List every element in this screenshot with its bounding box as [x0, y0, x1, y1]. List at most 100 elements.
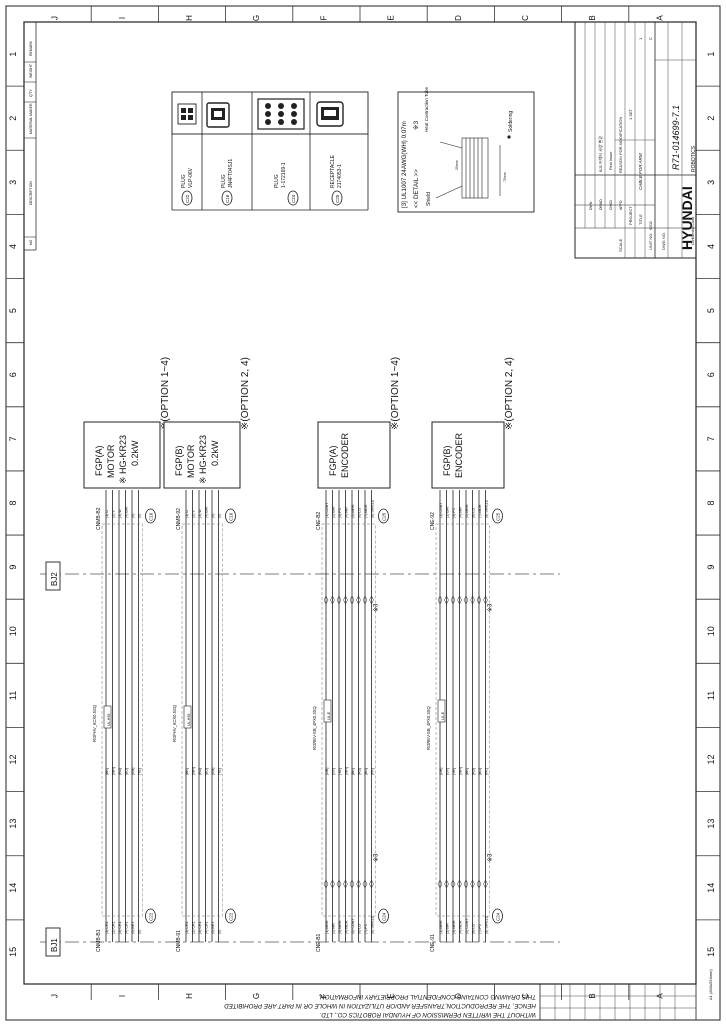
- notice-line-2: HENCE, THE REPRODUCTION,TRANSFER AND/OR …: [224, 1002, 536, 1009]
- zone-col-left: 4: [8, 244, 18, 249]
- notice-line-1: THIS DRAWING CONTAINS CONFIDENTIAL PROPR…: [319, 993, 536, 1000]
- zone-row-bottom: F: [319, 993, 328, 998]
- conn-1-type: PLUG: [181, 174, 187, 188]
- pin-label-b1: (4) CR1: [205, 921, 209, 934]
- chkd-label: CHKD: [609, 200, 613, 210]
- svg-text:C24: C24: [382, 912, 387, 921]
- wire-tag-box: [103, 705, 112, 729]
- pin-label-b1: (2) CR1: [192, 921, 196, 934]
- zone-col-right: 15: [706, 947, 716, 957]
- splice-mark: [323, 595, 329, 605]
- component-sub: MOTOR: [186, 444, 196, 478]
- wiring-group: FGP(B)ENCODER※(OPTION 2, 4)(1) CONT(1) M…: [426, 357, 515, 952]
- pin-label: (7) MDR: [478, 504, 482, 518]
- drawing-number: R71-014699-7.1: [671, 105, 681, 170]
- zone-col-right: 6: [706, 372, 716, 377]
- wire-tag-box: [437, 699, 446, 723]
- note-marker: ※3: [373, 603, 380, 612]
- conn-4-type: RECEPTACLE: [330, 154, 336, 188]
- pin-label-b1: (1) CR1: [105, 921, 109, 934]
- connector-ref-badge: C25: [492, 508, 503, 524]
- component-box: [431, 421, 505, 489]
- pin-label-b1: (6) LG: [358, 924, 362, 934]
- zone-col-right: 3: [706, 180, 716, 185]
- note-marker: ※3: [487, 853, 494, 862]
- splice-mark: [349, 879, 355, 889]
- company-logo: HYUNDAI: [679, 186, 695, 250]
- zone-col-right: 11: [706, 691, 716, 700]
- pin-label-b1: (2) CR1: [112, 921, 116, 934]
- cable-label-bj1: CNE-B1: [316, 933, 322, 952]
- connector-ref-badge: C16: [221, 190, 233, 206]
- wire-tag: UL-E: [327, 711, 331, 720]
- bom-no: NO: [29, 239, 33, 245]
- pin-label: (2) BAT: [446, 505, 450, 518]
- pin-label: (1) CONT: [325, 502, 329, 518]
- unit-no: 6202: [648, 220, 653, 230]
- cable-shield: [321, 523, 376, 917]
- conn-2-type: PLUG: [221, 174, 227, 188]
- project-label: PROJECT: [628, 206, 633, 225]
- zone-col-right: 1: [706, 52, 716, 57]
- wire-color: [OR]: [325, 768, 329, 775]
- bom-material: MATERIAL MAKER: [29, 103, 33, 134]
- pin-label-b1: (4) MDR: [459, 920, 463, 934]
- component-option: ※(OPTION 2, 4): [240, 357, 251, 430]
- zone-col-right: 10: [706, 626, 716, 636]
- zone-row-bottom: J: [51, 994, 60, 998]
- pin-label: (3) P5: [338, 508, 342, 518]
- wire-color: [RD]: [472, 768, 476, 775]
- title-label: TITLE: [638, 214, 643, 225]
- component-sub: MOTOR: [106, 444, 116, 478]
- joint-lines: BJ2 BJ1: [40, 561, 560, 957]
- plug-172169-icon: [257, 98, 305, 130]
- wire-color: [WH]: [459, 767, 463, 775]
- cable-label-bj1: CNE-91: [430, 934, 436, 952]
- splice-mark: [470, 595, 475, 605]
- zone-col-left: 1: [8, 52, 18, 57]
- component-box: [317, 421, 391, 489]
- pin-label: (3) P5: [452, 508, 456, 518]
- conn-4-part: 2174053-1: [337, 164, 343, 188]
- zone-row-top: J: [51, 16, 60, 20]
- detail-note: ※3: [413, 121, 420, 130]
- wire-tag: UL-H95: [187, 714, 191, 726]
- pin-label: (6) LG: [358, 508, 362, 518]
- pin-label-b1: (1) MRR: [325, 920, 329, 934]
- pin-label-b1: (3) CR1: [198, 921, 202, 934]
- bj1-label: BJ1: [50, 938, 59, 952]
- wire-color: [RD]: [198, 768, 202, 775]
- approval-table: A1 (840x594mm): [539, 969, 713, 1021]
- wiring-group: FGP(A)ENCODER※(OPTION 1~4)(1) CONT(1) MR…: [312, 357, 401, 952]
- copyright-notice: THIS DRAWING CONTAINS CONFIDENTIAL PROPR…: [224, 993, 536, 1018]
- cable-label-bj2: CNE-92: [430, 512, 436, 530]
- splice-mark: [483, 879, 488, 889]
- cable-label-bj1: CNMB-91: [176, 930, 182, 952]
- dwg-no-label: DWG NO.: [661, 232, 666, 250]
- pin-label-b1: (1) CR1: [185, 921, 189, 934]
- svg-text:C25: C25: [382, 512, 387, 521]
- pin-label-b1: (1) MRR: [439, 920, 443, 934]
- wire-spec: ROFHV_6CX0.5SQ: [92, 704, 97, 742]
- wire-color: [RD]: [358, 768, 362, 775]
- splice-mark: [330, 879, 335, 889]
- pin-label: (2) BAT: [332, 505, 336, 518]
- pin-label: (3) W: [198, 509, 202, 518]
- zone-row-top: F: [319, 15, 328, 20]
- note-marker: ※3: [487, 603, 494, 612]
- title-block: HYUNDAI ROBOTICS R71-014699-7.1 DWG NO. …: [574, 21, 697, 259]
- pin-label-b1: (2) MR: [446, 923, 450, 934]
- pin-label-b1: (8) SHIELD: [371, 915, 375, 934]
- wire-color: [GN]: [211, 768, 215, 775]
- pin-label: (5): [131, 514, 135, 518]
- zone-row-top: A: [655, 15, 664, 21]
- pin-label-b1: (5) CONT: [465, 918, 469, 934]
- pin-label: (5) MRR: [465, 504, 469, 518]
- pin-label: (6): [218, 514, 222, 518]
- wire-color: [BU]: [205, 768, 209, 775]
- pin-label: (4) MR: [345, 507, 349, 518]
- zone-row-top: B: [588, 15, 597, 20]
- cable-shield: [181, 523, 223, 917]
- component-title: FGP(B): [174, 445, 184, 476]
